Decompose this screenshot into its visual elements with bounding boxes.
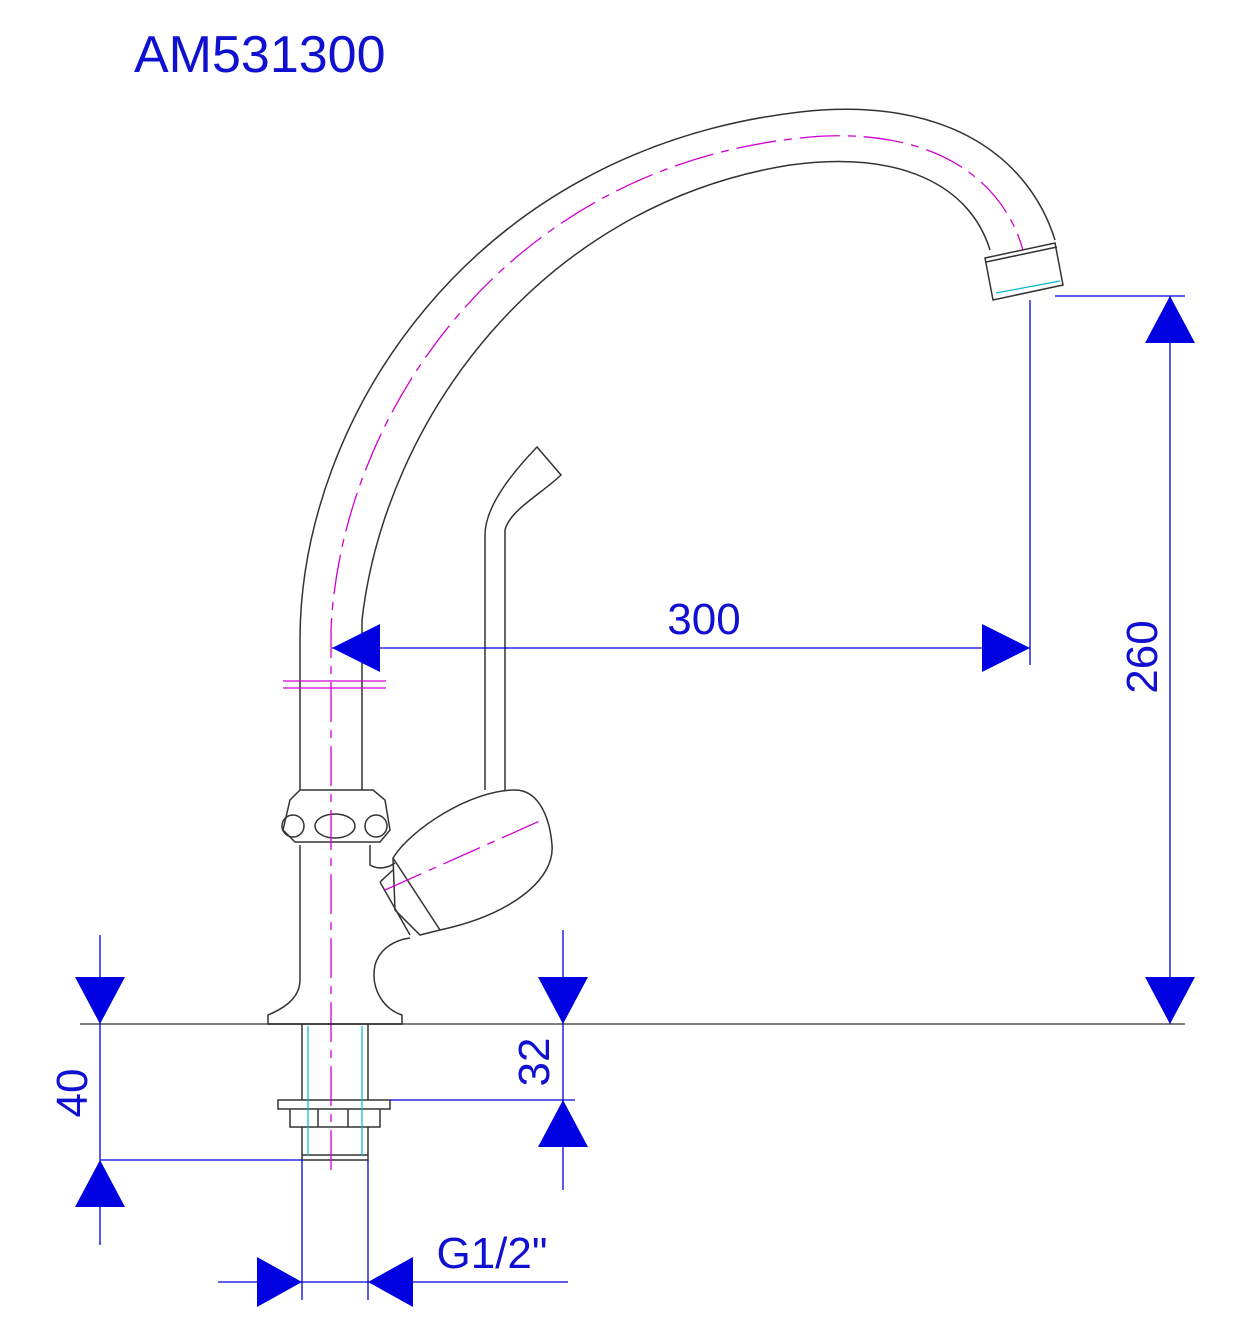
arrowheads — [75, 296, 1195, 1307]
dim-label-40: 40 — [48, 1069, 97, 1118]
arrow-32-bottom — [538, 1100, 588, 1147]
arrow-300-left — [332, 624, 380, 672]
thread-lines — [307, 280, 1061, 1156]
model-number: AM531300 — [134, 26, 386, 84]
arrow-260-bottom — [1145, 977, 1195, 1024]
arrow-260-top — [1145, 296, 1195, 343]
arrow-32-top — [538, 977, 588, 1024]
dim-label-thread: G1/2" — [436, 1229, 547, 1278]
dim-label-260: 260 — [1118, 620, 1167, 693]
arrow-300-right — [982, 624, 1030, 672]
centerlines — [283, 135, 1024, 1170]
dimension-lines — [80, 295, 1185, 1300]
arrow-g12-left — [257, 1257, 302, 1307]
dim-label-300: 300 — [667, 595, 740, 644]
dim-label-32: 32 — [510, 1038, 559, 1087]
arrow-40-top — [75, 977, 125, 1024]
faucet-outline — [267, 108, 1064, 1161]
arrow-g12-right — [368, 1257, 413, 1307]
arrow-40-bottom — [75, 1160, 125, 1207]
